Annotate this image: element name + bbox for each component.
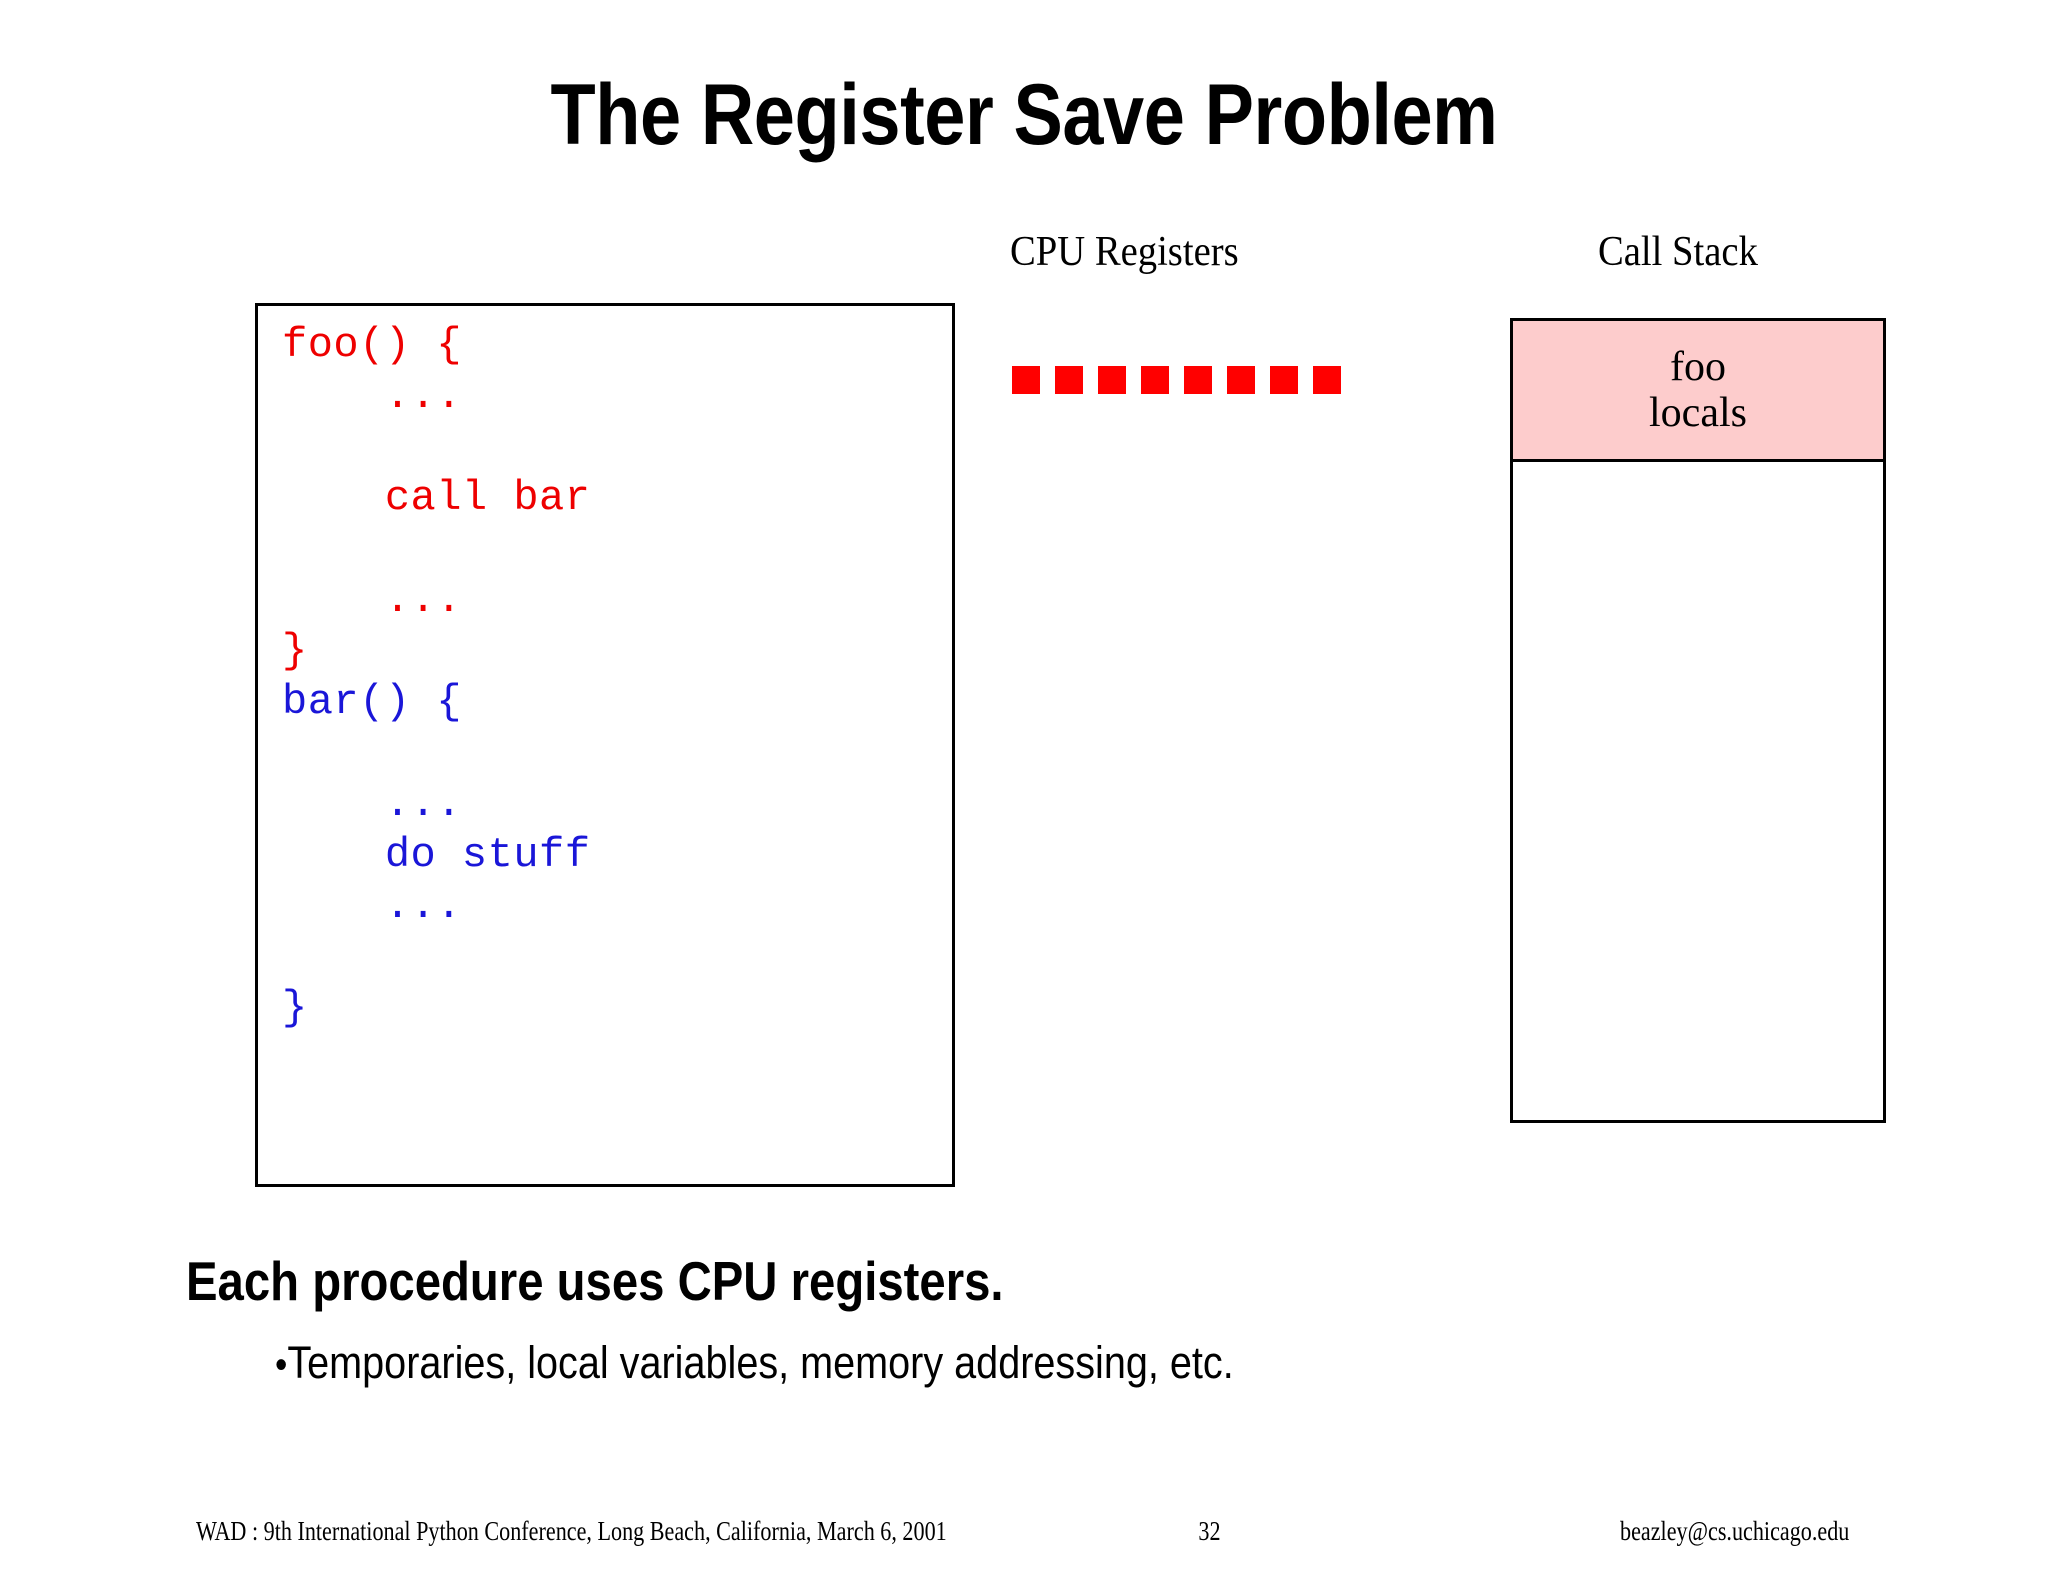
register-cell — [1227, 366, 1255, 394]
stack-empty-region — [1513, 462, 1883, 1120]
bullet-dot-icon: • — [275, 1343, 288, 1387]
stack-frame-foo: foo locals — [1513, 321, 1883, 462]
code-line — [282, 524, 590, 575]
code-line: } — [282, 627, 308, 675]
code-line: call bar — [282, 474, 591, 522]
code-listing: foo() { ... call bar ...}bar() { ... do … — [282, 320, 590, 1034]
page-title: The Register Save Problem — [550, 67, 1498, 163]
register-cell — [1313, 366, 1341, 394]
register-cell — [1270, 366, 1298, 394]
body-bullet-item: •Temporaries, local variables, memory ad… — [275, 1340, 1234, 1385]
code-line: ... — [282, 882, 462, 930]
stack-frame-foo-line1: foo — [1670, 344, 1726, 390]
cpu-registers-row — [1012, 366, 1341, 394]
register-cell — [1141, 366, 1169, 394]
code-line: foo() { — [282, 321, 462, 369]
body-heading: Each procedure uses CPU registers. — [186, 1250, 1004, 1312]
code-line — [282, 728, 590, 779]
code-panel: foo() { ... call bar ...}bar() { ... do … — [255, 303, 955, 1187]
footer-page-number: 32 — [1198, 1516, 1221, 1546]
call-stack-diagram: foo locals — [1510, 318, 1886, 1123]
code-line: } — [282, 984, 308, 1032]
code-line — [282, 932, 590, 983]
call-stack-label: Call Stack — [1598, 229, 1758, 275]
register-cell — [1055, 366, 1083, 394]
register-cell — [1184, 366, 1212, 394]
register-cell — [1012, 366, 1040, 394]
footer-conference-info: WAD : 9th International Python Conferenc… — [196, 1516, 947, 1546]
code-line: ... — [282, 780, 462, 828]
code-line: ... — [282, 576, 462, 624]
code-line: ... — [282, 372, 462, 420]
code-line: bar() { — [282, 678, 462, 726]
footer-email: beazley@cs.uchicago.edu — [1620, 1516, 1850, 1546]
code-line — [282, 422, 590, 473]
code-line: do stuff — [282, 831, 591, 879]
cpu-registers-label: CPU Registers — [1010, 229, 1239, 275]
body-bullet-label: Temporaries, local variables, memory add… — [287, 1337, 1234, 1388]
register-cell — [1098, 366, 1126, 394]
stack-frame-foo-line2: locals — [1649, 390, 1747, 436]
